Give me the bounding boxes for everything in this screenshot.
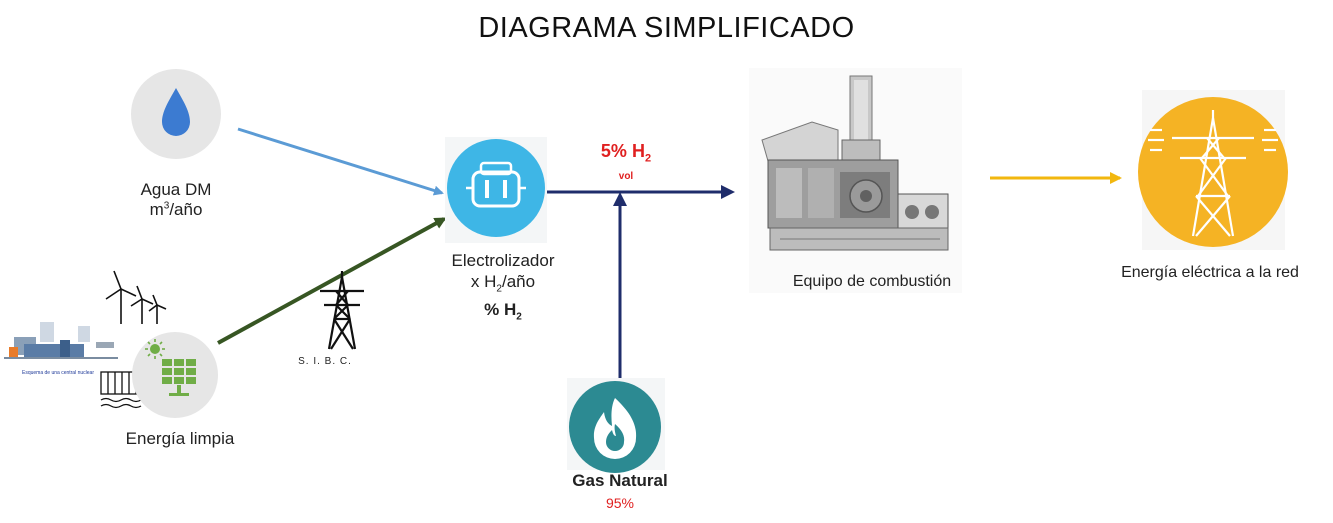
water-drop-icon [131,69,221,159]
blend-value: 5% H2 [576,141,676,165]
grid-small-label: S. I. B. C. [298,356,352,367]
water-label-line1: Agua DM [140,180,212,199]
electrolyzer-label-line2: x H2/año [437,271,569,299]
electrolyzer-label-line3: % H2 [437,299,569,327]
water-label: Agua DM m3/año [126,180,226,220]
clean-energy-to-electrolyzer-arrow [217,217,447,345]
electrolyzer-rate-sub: 2 [496,283,502,295]
nuclear-caption: Esquema de una central nuclear [22,370,94,376]
diagram-title: DIAGRAMA SIMPLIFICADO [478,12,855,44]
water-unit-prefix: m [149,200,164,219]
grid-output-label: Energía eléctrica a la red [1121,264,1299,281]
clean-energy-label: Energía limpia [125,429,235,448]
water-to-electrolyzer-arrow [237,127,444,196]
water-unit-suffix: /año [169,200,203,219]
water-label-line2: m3/año [126,200,226,220]
electrolyzer-icon [445,137,547,243]
natural-gas-label: Gas Natural [572,471,668,490]
grid-output-icon [1138,90,1288,250]
wind-turbine-icon [104,261,168,326]
transmission-tower-icon [320,271,364,350]
water-unit-sup: 3 [163,200,170,212]
electrolyzer-pct-sub: 2 [516,311,522,323]
natural-gas-percent: 95% [605,495,635,511]
solar-panel-icon [132,332,218,418]
electrolyzer-pct-prefix: % H [484,300,517,320]
blend-unit: vol [618,171,634,182]
blend-value-prefix: 5% H [600,141,645,161]
blend-value-sub: 2 [644,152,652,165]
electrolyzer-label: Electrolizador x H2/año % H2 [437,250,569,328]
combustion-label: Equipo de combustión [792,273,952,290]
electrolyzer-rate-prefix: x H [470,272,497,291]
gas-turbine-icon [749,68,962,293]
flame-icon [567,378,665,473]
electrolyzer-rate-suffix: /año [501,272,536,291]
electrolyzer-label-line1: Electrolizador [451,251,555,270]
